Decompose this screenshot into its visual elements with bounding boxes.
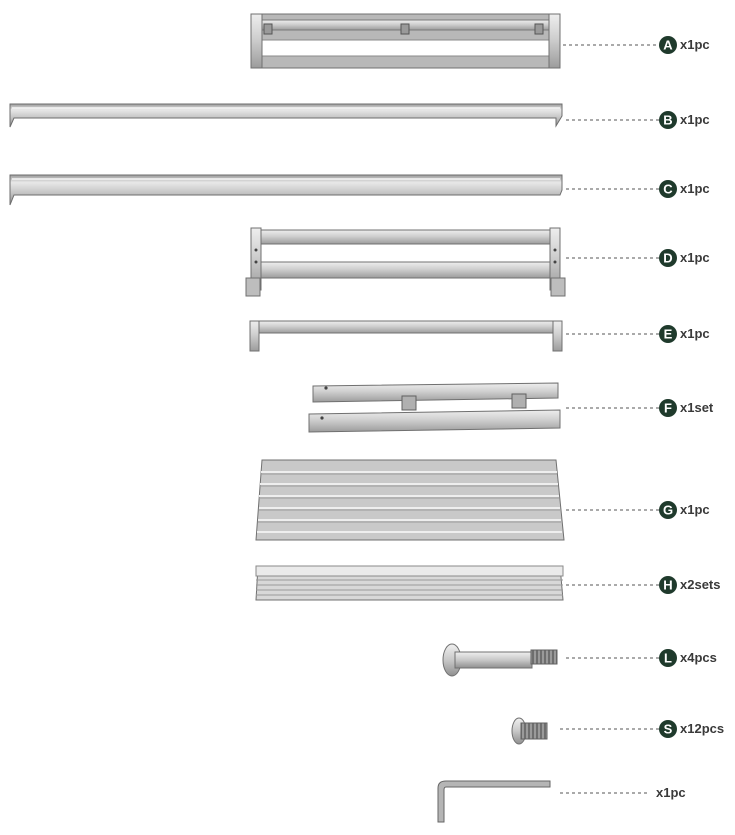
part-d-frame [245,227,566,297]
part-a-frame [250,13,561,69]
badge-g [659,501,677,519]
badge-l [659,649,677,667]
qty-label-c: x1pc [680,181,710,196]
badge-c [659,180,677,198]
qty-label-h: x2sets [680,577,721,592]
badge-h [659,576,677,594]
qty-label-d: x1pc [680,250,710,265]
badge-e [659,325,677,343]
qty-label-l: x4pcs [680,650,717,665]
part-e-handle [249,320,563,352]
part-g-panel [255,459,565,541]
badge-b [659,111,677,129]
part-c-rail [9,174,563,206]
badge-d [659,249,677,267]
part-l-long-bolt [442,643,558,677]
part-b-rail [9,103,563,128]
badge-letter-g: G [663,503,673,518]
badge-s [659,720,677,738]
qty-label-a: x1pc [680,37,710,52]
qty-label-key: x1pc [656,785,686,800]
badge-letter-d: D [663,251,672,266]
badge-letter-c: C [663,182,673,197]
qty-label-f: x1set [680,400,714,415]
badge-f [659,399,677,417]
badge-letter-l: L [664,651,672,666]
badge-letter-b: B [663,113,672,128]
badge-letter-h: H [663,578,672,593]
part-h-slats [255,565,564,601]
callouts: A B C D E F G H L S [560,36,677,794]
part-s-short-bolt [511,717,548,745]
part-f-brackets [308,382,561,433]
badge-a [659,36,677,54]
badge-letter-a: A [663,38,673,53]
badge-letter-s: S [664,722,673,737]
badge-letter-f: F [664,401,672,416]
qty-label-e: x1pc [680,326,710,341]
qty-label-b: x1pc [680,112,710,127]
qty-label-s: x12pcs [680,721,725,736]
badge-letter-e: E [664,327,673,342]
allen-key [437,780,551,823]
qty-label-g: x1pc [680,502,710,517]
